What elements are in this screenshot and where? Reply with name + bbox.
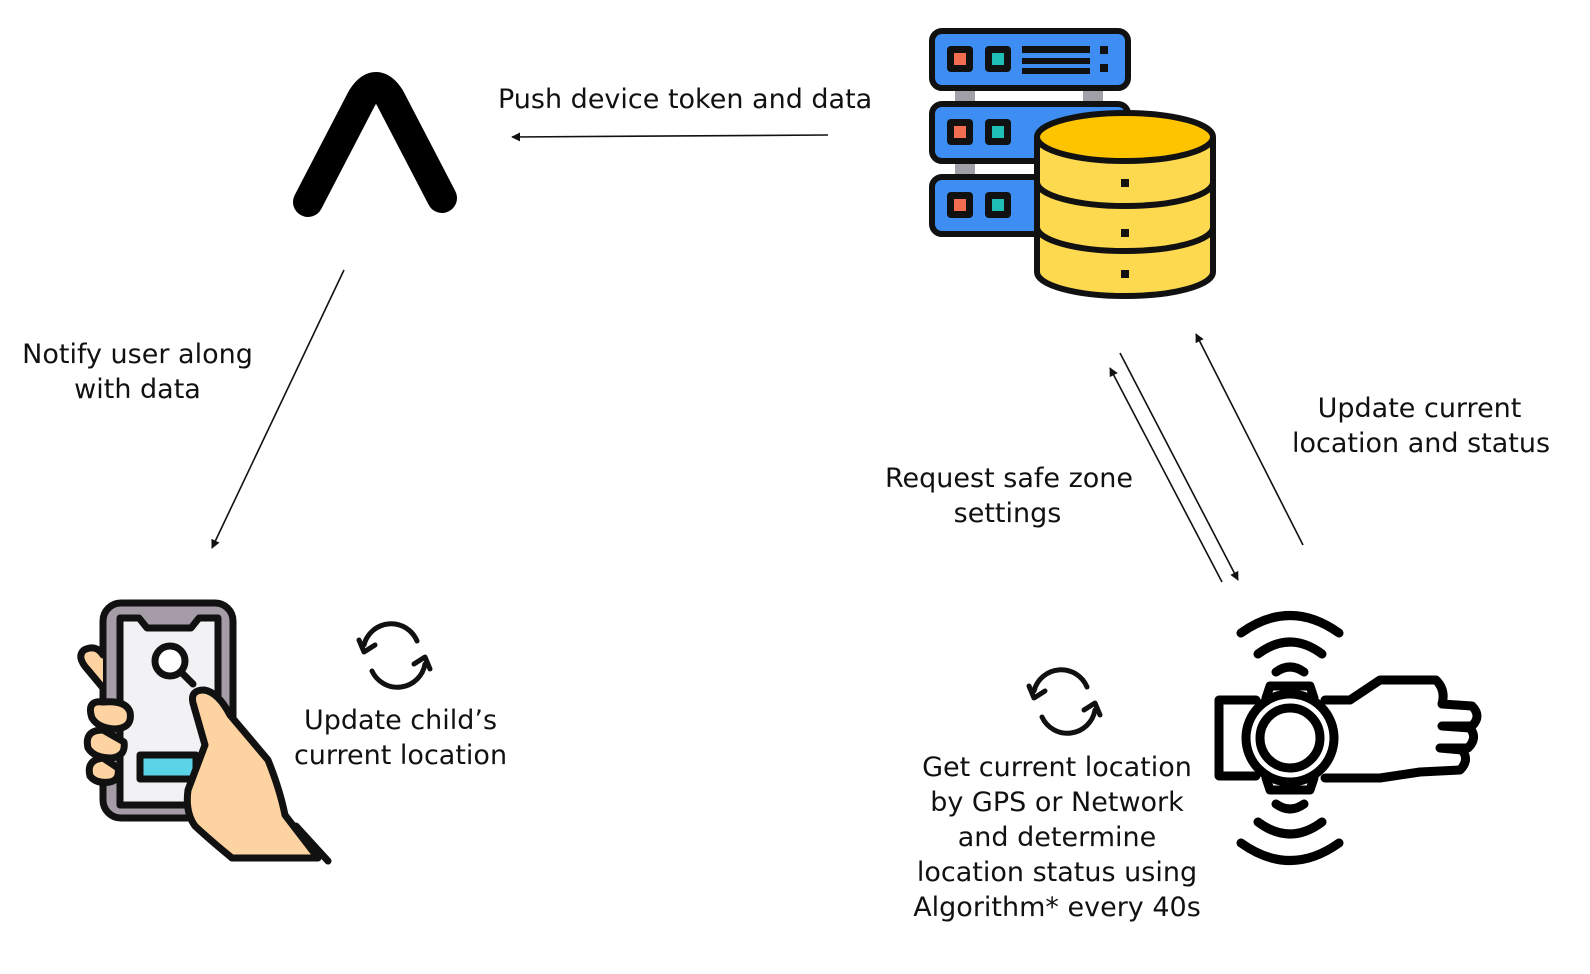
smartwatch-wrist-icon bbox=[1214, 611, 1482, 865]
label-update-status-line: Update current bbox=[1317, 393, 1522, 424]
arrow-request-down bbox=[1119, 352, 1239, 581]
label-update-child-line: Update child’s bbox=[303, 705, 498, 736]
label-request-line: settings bbox=[953, 498, 1062, 529]
arrow-push bbox=[511, 132, 829, 142]
server-database-icon bbox=[929, 28, 1216, 299]
label-request: Request safe zone settings bbox=[885, 461, 1133, 531]
label-update-child-line: current location bbox=[293, 740, 508, 771]
label-request-line: Request safe zone bbox=[885, 463, 1133, 494]
label-get-location-line: Get current location bbox=[922, 752, 1192, 783]
label-get-location: Get current location by GPS or Network a… bbox=[912, 750, 1202, 925]
label-push-text: Push device token and data bbox=[498, 84, 873, 115]
label-push: Push device token and data bbox=[498, 82, 872, 117]
refresh-cycle-icon bbox=[356, 621, 433, 690]
hand-phone-search-icon bbox=[77, 599, 332, 865]
arrow-update-status bbox=[1195, 333, 1304, 546]
label-get-location-line: Algorithm* every 40s bbox=[913, 892, 1201, 923]
arrow-request-up bbox=[1109, 367, 1223, 583]
label-get-location-line: location status using bbox=[916, 857, 1198, 888]
refresh-cycle-icon bbox=[1026, 667, 1103, 736]
arrow-notify bbox=[211, 269, 345, 549]
label-update-status: Update current location and status bbox=[1292, 391, 1551, 461]
label-notify-line: with data bbox=[74, 374, 201, 405]
expo-caret-icon bbox=[293, 72, 457, 217]
label-notify-line: Notify user along bbox=[22, 339, 253, 370]
label-update-child: Update child’s current location bbox=[288, 703, 513, 773]
label-get-location-line: by GPS or Network bbox=[930, 787, 1184, 818]
label-notify: Notify user along with data bbox=[20, 337, 255, 407]
label-update-status-line: location and status bbox=[1292, 428, 1551, 459]
label-get-location-line: and determine bbox=[957, 822, 1157, 853]
